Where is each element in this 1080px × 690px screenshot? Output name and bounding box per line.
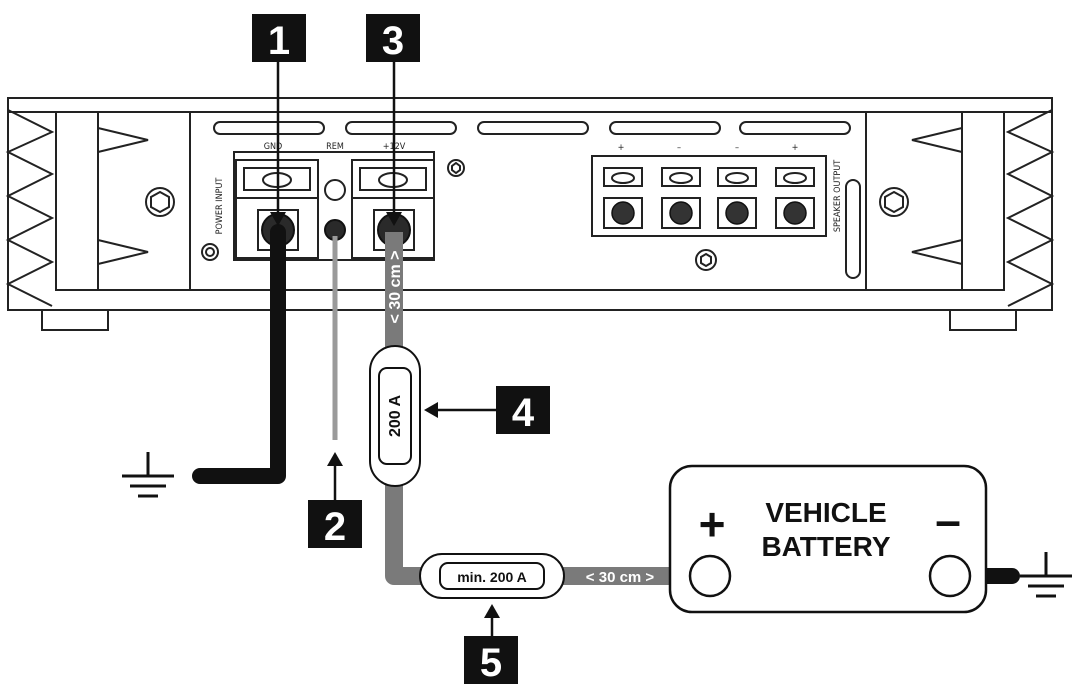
amp-foot-left bbox=[41, 307, 109, 331]
callout-3-number: 3 bbox=[382, 19, 404, 63]
ground-symbol-right bbox=[1020, 552, 1072, 598]
callout-3: 3 bbox=[366, 14, 420, 63]
callout-1-number: 1 bbox=[268, 19, 290, 63]
battery-plus-sign: + bbox=[699, 498, 726, 550]
speaker-sockets bbox=[611, 201, 807, 225]
speaker-sign-4: + bbox=[792, 143, 799, 153]
fuse-near-battery: min. 200 A bbox=[419, 553, 565, 599]
cable-length-vertical: < 30 cm > bbox=[387, 251, 404, 324]
power-input-label: POWER INPUT bbox=[215, 178, 225, 235]
callout-2: 2 bbox=[308, 500, 362, 549]
battery-label-line1: VEHICLE bbox=[765, 497, 886, 528]
speaker-sign-1: + bbox=[618, 143, 625, 153]
rem-label: REM bbox=[326, 142, 344, 152]
battery-minus-sign: – bbox=[935, 494, 961, 546]
battery-positive-terminal bbox=[688, 554, 732, 598]
gnd-label: GND bbox=[264, 142, 283, 152]
amplifier bbox=[5, 97, 1055, 331]
speaker-output-label: SPEAKER OUTPUT bbox=[833, 160, 843, 232]
ground-wire bbox=[192, 224, 286, 484]
cable-length-horizontal: < 30 cm > bbox=[586, 569, 655, 586]
fuse-near-battery-rating: min. 200 A bbox=[457, 569, 527, 585]
callout-5-number: 5 bbox=[480, 641, 502, 685]
battery-label-line2: BATTERY bbox=[761, 531, 890, 562]
amp-foot-right bbox=[949, 307, 1017, 331]
ground-symbol-left bbox=[122, 452, 174, 498]
callout-arrows bbox=[270, 62, 500, 636]
callout-4: 4 bbox=[496, 386, 550, 435]
speaker-sign-2: – bbox=[677, 143, 681, 153]
heatsink-left bbox=[5, 109, 55, 307]
callout-1: 1 bbox=[252, 14, 306, 63]
callout-2-number: 2 bbox=[324, 505, 346, 549]
fuse-near-amp: 200 A bbox=[369, 345, 421, 487]
vehicle-battery: + – VEHICLE BATTERY bbox=[668, 464, 988, 614]
heatsink-right bbox=[1005, 109, 1055, 307]
speaker-output-terminal bbox=[591, 155, 827, 237]
fuse-near-amp-rating: 200 A bbox=[387, 395, 404, 438]
callout-4-number: 4 bbox=[512, 391, 535, 435]
speaker-sign-3: – bbox=[735, 143, 739, 153]
callout-5: 5 bbox=[464, 636, 518, 685]
battery-negative-terminal bbox=[928, 554, 972, 598]
